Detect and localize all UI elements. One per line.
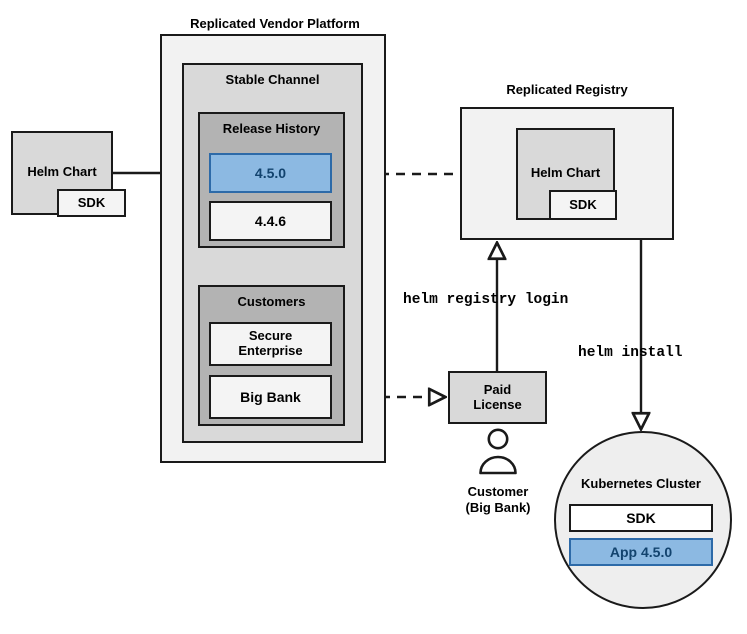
kubernetes-cluster-title: Kubernetes Cluster (581, 476, 701, 491)
registry-helm-chart-label: Helm Chart (530, 165, 601, 180)
paid-license-label: Paid License (473, 381, 522, 412)
command-helm-install: helm install (578, 345, 683, 361)
release-version-label: 4.5.0 (254, 164, 287, 181)
source-sdk-label: SDK (77, 194, 106, 210)
vendor-platform-title: Replicated Vendor Platform (190, 16, 360, 31)
person-icon (479, 428, 517, 475)
customer-item-big-bank[interactable]: Big Bank (209, 375, 332, 419)
customers-title: Customers (237, 294, 306, 309)
customer-actor-line2: (Big Bank) (465, 500, 531, 515)
cluster-workload-label: App 4.5.0 (609, 543, 673, 560)
command-helm-registry-login: helm registry login (403, 292, 569, 308)
source-helm-chart-label: Helm Chart (27, 164, 97, 179)
registry-title: Replicated Registry (506, 82, 628, 97)
customer-item-secure-enterprise[interactable]: Secure Enterprise (209, 322, 332, 366)
cluster-workload-app[interactable]: App 4.5.0 (569, 538, 713, 566)
cluster-workload-sdk[interactable]: SDK (569, 504, 713, 532)
customer-name-label: Big Bank (240, 388, 301, 405)
stable-channel-title: Stable Channel (225, 72, 320, 87)
release-history-title: Release History (222, 121, 321, 136)
source-sdk-box: SDK (57, 189, 126, 217)
release-item-4-5-0[interactable]: 4.5.0 (209, 153, 332, 193)
release-item-4-4-6[interactable]: 4.4.6 (209, 201, 332, 241)
registry-sdk-label: SDK (569, 196, 597, 212)
customer-name-label: Secure Enterprise (238, 328, 303, 358)
cluster-workload-label: SDK (626, 509, 656, 526)
paid-license-box: Paid License (448, 371, 547, 424)
customer-actor-line1: Customer (467, 484, 529, 499)
release-version-label: 4.4.6 (254, 212, 287, 229)
registry-sdk-box: SDK (549, 190, 617, 220)
